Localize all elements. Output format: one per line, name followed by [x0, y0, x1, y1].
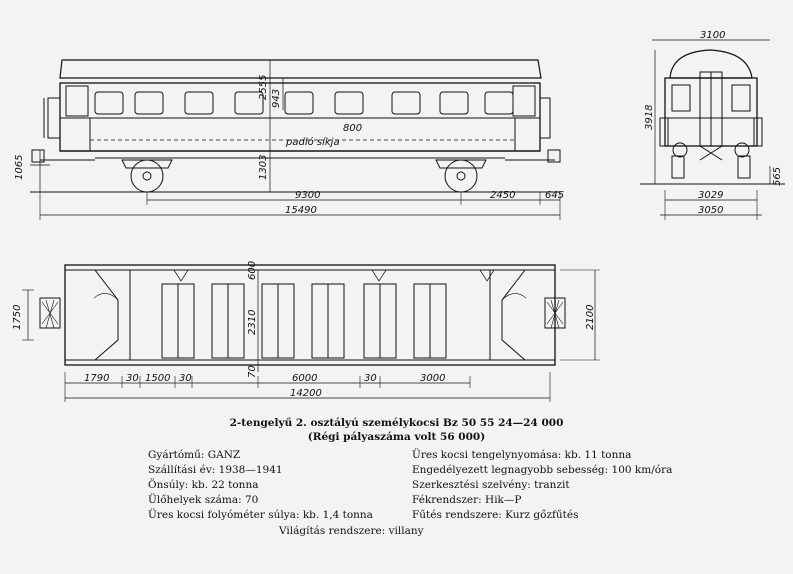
dim-943: 943: [271, 89, 282, 108]
spec-gauge: Szerkesztési szelvény: tranzit: [412, 479, 570, 491]
dim-14200: 14200: [290, 388, 322, 399]
end-view-labels: 3100 3918 565 3029 3050: [644, 30, 783, 216]
dim-3918: 3918: [644, 105, 655, 130]
dim-70: 70: [247, 365, 258, 378]
caption-subtitle: (Régi pályaszáma volt 56 000): [307, 431, 486, 443]
side-wheels: [121, 159, 487, 193]
end-view: [640, 39, 785, 220]
dim-1790: 1790: [84, 373, 109, 384]
dim-3050: 3050: [698, 205, 723, 216]
dim-30-b: 30: [179, 373, 192, 384]
dim-3000: 3000: [420, 373, 445, 384]
spec-weight-per-meter: Üres kocsi folyóméter súlya: kb. 1,4 ton…: [148, 509, 373, 521]
dim-2555: 2555: [258, 75, 269, 100]
spec-brake: Fékrendszer: Hik—P: [412, 494, 522, 506]
dim-2310: 2310: [247, 310, 258, 335]
dim-3029: 3029: [698, 190, 723, 201]
caption-title: 2-tengelyű 2. osztályú személykocsi Bz 5…: [229, 417, 564, 429]
spec-axle-load: Üres kocsi tengelynyomása: kb. 11 tonna: [412, 449, 632, 461]
spec-max-speed: Engedélyezett legnagyobb sebesség: 100 k…: [412, 464, 673, 476]
spec-manufacturer: Gyártómű: GANZ: [148, 449, 241, 461]
dim-800: 800: [343, 123, 362, 134]
spec-lighting: Világítás rendszere: villany: [279, 525, 424, 537]
side-windows: [94, 91, 514, 115]
dim-1065: 1065: [14, 155, 25, 180]
dim-1750: 1750: [12, 305, 23, 330]
dim-9300: 9300: [295, 190, 320, 201]
dim-30-c: 30: [364, 373, 377, 384]
dim-15490: 15490: [285, 205, 317, 216]
dim-600: 600: [247, 261, 258, 280]
floor-label: padló síkja: [285, 136, 340, 148]
spec-tare-weight: Önsúly: kb. 22 tonna: [148, 479, 259, 491]
dim-2450: 2450: [490, 190, 515, 201]
dim-645: 645: [545, 190, 564, 201]
dim-30-a: 30: [126, 373, 139, 384]
side-view-labels: padló síkja 2555 943 800 1303 1065 9300 …: [14, 75, 564, 216]
plan-view-labels: 600 2310 70 1750 2100 1790 30 1500 30 60…: [12, 261, 596, 399]
spec-delivery-year: Szállítási év: 1938—1941: [148, 464, 283, 476]
dim-1500: 1500: [145, 373, 170, 384]
spec-heating: Fűtés rendszere: Kurz gőzfűtés: [412, 509, 579, 521]
spec-seats: Ülőhelyek száma: 70: [148, 494, 259, 506]
dim-2100: 2100: [585, 305, 596, 330]
technical-drawing: padló síkja 2555 943 800 1303 1065 9300 …: [12, 30, 785, 402]
plan-view: [22, 264, 600, 402]
dim-6000: 6000: [292, 373, 317, 384]
side-view: [30, 59, 561, 220]
dim-1303: 1303: [258, 155, 269, 180]
dim-565: 565: [772, 167, 783, 186]
dim-3100: 3100: [700, 30, 725, 41]
plan-seats: [161, 283, 447, 359]
